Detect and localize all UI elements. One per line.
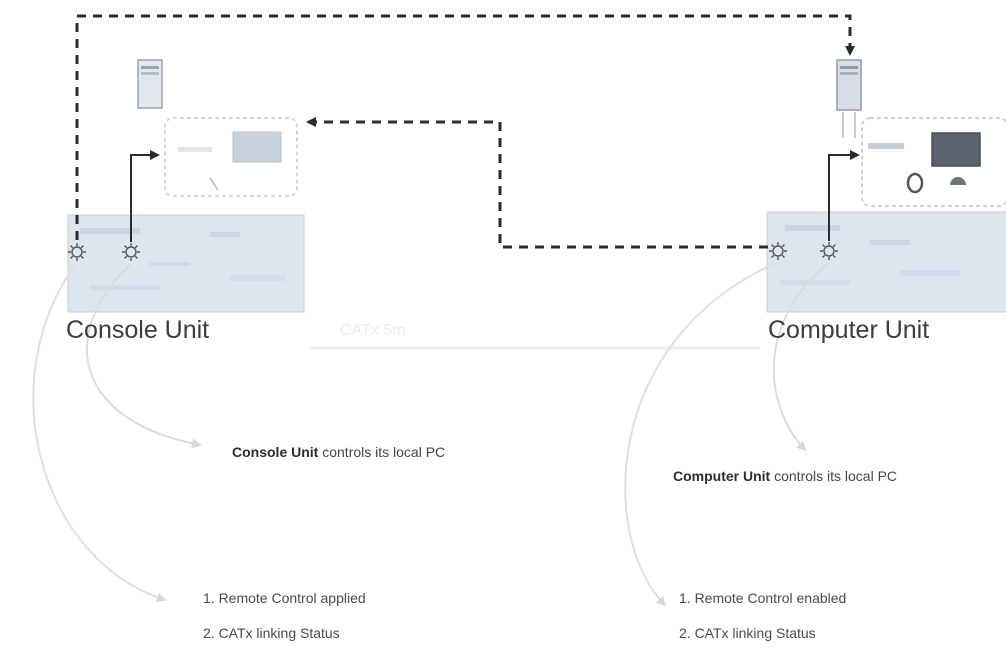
computer-note-strong: Computer Unit bbox=[673, 468, 771, 484]
console-list-pointer bbox=[32, 261, 167, 603]
console-note-rest: controls its local PC bbox=[318, 444, 446, 460]
console-pc-tower-icon bbox=[137, 59, 163, 109]
console-list-item-1: 1. Remote Control applied bbox=[203, 590, 366, 606]
console-note-strong: Console Unit bbox=[232, 444, 319, 460]
computer-unit-label: Computer Unit bbox=[768, 316, 930, 344]
console-local-arrow bbox=[130, 150, 160, 242]
console-local-station bbox=[164, 117, 298, 197]
remote-link-dashed-path bbox=[75, 14, 855, 240]
computer-list-pointer bbox=[624, 261, 779, 607]
computer-note: Computer Unit controls its local PC bbox=[673, 468, 897, 484]
catx-cable-label: CATx 5m bbox=[340, 322, 405, 339]
computer-note-pointer bbox=[772, 261, 830, 452]
computer-remote-gear-icon bbox=[769, 242, 787, 260]
computer-local-gear-icon bbox=[820, 242, 838, 260]
computer-note-rest: controls its local PC bbox=[770, 468, 898, 484]
computer-local-arrow bbox=[828, 150, 860, 241]
computer-list-item-1: 1. Remote Control enabled bbox=[679, 590, 847, 606]
return-dashed-path bbox=[306, 117, 768, 249]
console-unit-device bbox=[67, 214, 305, 313]
console-unit-label: Console Unit bbox=[66, 316, 210, 344]
console-note: Console Unit controls its local PC bbox=[232, 444, 445, 460]
console-note-pointer bbox=[85, 264, 202, 449]
computer-pc-tower-icon bbox=[836, 59, 862, 138]
console-remote-gear-icon bbox=[68, 243, 86, 261]
console-local-gear-icon bbox=[122, 243, 140, 261]
computer-unit-device bbox=[766, 211, 1006, 313]
computer-list-item-2: 2. CATx linking Status bbox=[679, 625, 816, 641]
computer-local-station bbox=[861, 117, 1006, 207]
console-list-item-2: 2. CATx linking Status bbox=[203, 625, 340, 641]
